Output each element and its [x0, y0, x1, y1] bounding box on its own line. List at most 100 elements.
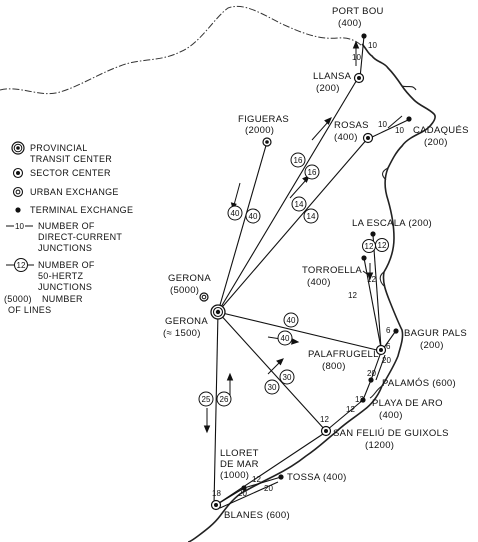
label-gerona-transit-lines: (≈ 1500) — [163, 328, 201, 339]
label-bagur-pals-lines: (200) — [420, 340, 444, 351]
svg-text:12: 12 — [252, 475, 261, 484]
legend-provincial-symbol — [11, 141, 25, 155]
label-rosas-lines: (400) — [334, 132, 358, 143]
svg-text:JUNCTIONS: JUNCTIONS — [38, 282, 92, 292]
link-tossa-lloret — [243, 476, 282, 489]
label-torroella: TORROELLA — [302, 265, 362, 276]
badge-gerona-rosas-b: 14 — [303, 208, 319, 224]
hz-junction-badges: 16 16 14 14 40 40 40 40 30 30 25 26 12 1… — [198, 152, 389, 407]
svg-text:NUMBER OF: NUMBER OF — [38, 221, 95, 231]
terminal-tossa — [278, 474, 284, 480]
link-torroella-palafrugell — [363, 257, 382, 349]
coastline-detail — [369, 85, 417, 399]
badge-gerona-blanes-b: 26 — [216, 391, 232, 407]
svg-text:URBAN EXCHANGE: URBAN EXCHANGE — [30, 187, 119, 197]
sector-center-palafrugell — [375, 344, 387, 356]
sector-center-rosas — [362, 132, 374, 144]
link-palafrugell-palamos — [370, 351, 382, 381]
legend-dc-symbol: 10 — [6, 222, 33, 231]
link-playa-sanfeliu — [326, 399, 364, 431]
terminal-bagur — [393, 328, 399, 334]
direction-arrows — [203, 40, 403, 434]
svg-text:40: 40 — [287, 316, 296, 325]
svg-text:50-HERTZ: 50-HERTZ — [38, 271, 83, 281]
label-rosas: ROSAS — [334, 120, 369, 131]
legend: PROVINCIAL TRANSIT CENTER SECTOR CENTER … — [4, 141, 133, 315]
svg-text:20: 20 — [382, 356, 391, 365]
link-bagur-palafrugell — [382, 331, 396, 350]
label-tossa: TOSSA (400) — [287, 472, 347, 483]
label-port-bou-lines: (400) — [338, 18, 362, 29]
link-laescala-palafrugell — [372, 234, 382, 349]
label-bagur-pals: BAGUR PALS — [404, 328, 467, 339]
label-playa-de-aro: PLAYA DE ARO — [372, 398, 443, 409]
svg-text:TERMINAL EXCHANGE: TERMINAL EXCHANGE — [30, 205, 133, 215]
junction-lines — [213, 35, 409, 509]
svg-text:10: 10 — [378, 120, 387, 129]
svg-text:12: 12 — [17, 261, 26, 270]
coastline — [187, 43, 436, 542]
svg-text:40: 40 — [249, 212, 258, 221]
svg-text:10: 10 — [368, 41, 377, 50]
svg-text:SECTOR CENTER: SECTOR CENTER — [30, 168, 111, 178]
svg-text:10: 10 — [395, 126, 404, 135]
legend-hz-symbol: 12 — [6, 258, 34, 272]
label-lloret-lines: (1000) — [220, 470, 249, 481]
terminal-torroella — [361, 255, 367, 261]
label-palafrugell-lines: (800) — [322, 361, 346, 372]
link-sanfeliu-blanes — [215, 431, 327, 506]
label-llansa-lines: (200) — [316, 83, 340, 94]
svg-text:10: 10 — [15, 222, 24, 231]
svg-text:JUNCTIONS: JUNCTIONS — [38, 243, 92, 253]
badge-gerona-llansa-a: 16 — [290, 152, 306, 168]
svg-text:12: 12 — [346, 405, 355, 414]
legend-sector-symbol — [12, 167, 24, 179]
badge-gerona-sanfeliu-b: 30 — [264, 379, 280, 395]
label-san-feliu-lines: (1200) — [365, 440, 394, 451]
link-gerona-figueras — [217, 141, 268, 313]
link-lloret-blanes — [215, 487, 245, 506]
svg-text:30: 30 — [283, 373, 292, 382]
label-gerona-urban-lines: (5000) — [170, 285, 199, 296]
svg-text:40: 40 — [281, 334, 290, 343]
badge-gerona-llansa-b: 16 — [304, 164, 320, 180]
label-figueras: FIGUERAS — [238, 114, 289, 125]
badge-gerona-blanes-a: 25 — [198, 391, 214, 407]
link-sanfeliu-blanes-2 — [219, 481, 279, 509]
svg-text:16: 16 — [308, 168, 317, 177]
sector-center-sanfeliu — [320, 425, 332, 437]
link-palafrugell-palamos-2 — [375, 354, 386, 381]
badge-gerona-palafrugell-a: 40 — [283, 312, 299, 328]
label-cadaques: CADAQUÉS — [413, 125, 469, 136]
svg-text:14: 14 — [295, 200, 304, 209]
link-gerona-blanes — [213, 311, 219, 506]
link-portbou-llansa — [359, 35, 365, 79]
legend-urban-symbol — [12, 186, 24, 198]
label-port-bou: PORT BOU — [332, 6, 384, 17]
label-lloret-2: DE MAR — [220, 459, 259, 470]
france-border — [0, 6, 363, 95]
svg-text:12: 12 — [320, 415, 329, 424]
badge-gerona-figueras-a: 40 — [227, 205, 243, 221]
badge-gerona-palafrugell-b: 40 — [277, 330, 293, 346]
svg-text:30: 30 — [268, 383, 277, 392]
place-labels: PORT BOU (400) LLANSA (200) FIGUERAS (20… — [163, 6, 469, 521]
link-gerona-palafrugell — [217, 311, 382, 352]
badge-torroella-palafrugell: 12 — [362, 239, 376, 253]
svg-text:12: 12 — [365, 242, 374, 251]
svg-text:10: 10 — [352, 53, 361, 62]
label-san-feliu: SAN FELIÚ DE GUIXOLS — [333, 428, 449, 439]
badge-gerona-sanfeliu-a: 30 — [279, 369, 295, 385]
svg-text:NUMBER OF: NUMBER OF — [38, 260, 95, 270]
svg-text:12: 12 — [348, 291, 357, 300]
sector-center-blanes — [210, 499, 222, 511]
link-gerona-sanfeliu — [217, 311, 327, 432]
svg-text:NUMBER: NUMBER — [42, 294, 83, 304]
legend-terminal-symbol — [15, 207, 21, 213]
label-lloret-1: LLORET — [220, 448, 259, 459]
label-figueras-lines: (2000) — [245, 125, 274, 136]
svg-text:6: 6 — [386, 326, 391, 335]
terminal-la-escala — [370, 231, 376, 237]
label-la-escala: LA ESCALA (200) — [352, 218, 432, 229]
